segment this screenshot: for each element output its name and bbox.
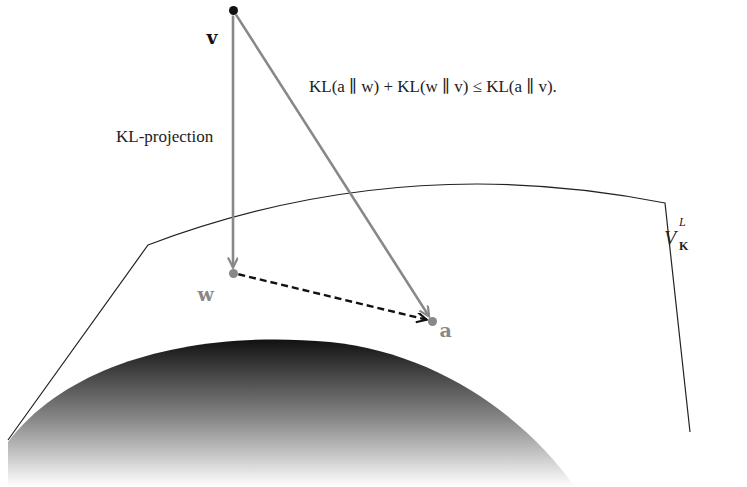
set-symbol: V bbox=[664, 228, 676, 248]
point-dot: w bbox=[229, 269, 238, 278]
arrow-connector bbox=[238, 274, 426, 319]
arrow-connector bbox=[232, 16, 235, 268]
projection-label: KL-projection bbox=[116, 128, 213, 145]
point-dot: a bbox=[428, 317, 437, 326]
point-dot: v bbox=[229, 6, 238, 15]
arrow-connector bbox=[236, 15, 429, 317]
set-subscript: K bbox=[679, 240, 688, 252]
point-label: a bbox=[440, 321, 452, 340]
point-label: v bbox=[207, 28, 218, 47]
shaded-body bbox=[8, 339, 575, 487]
kl-inequality: KL(a ∥ w) + KL(w ∥ v) ≤ KL(a ∥ v). bbox=[309, 78, 557, 95]
set-superscript: L bbox=[679, 216, 686, 228]
point-label: w bbox=[198, 285, 214, 304]
